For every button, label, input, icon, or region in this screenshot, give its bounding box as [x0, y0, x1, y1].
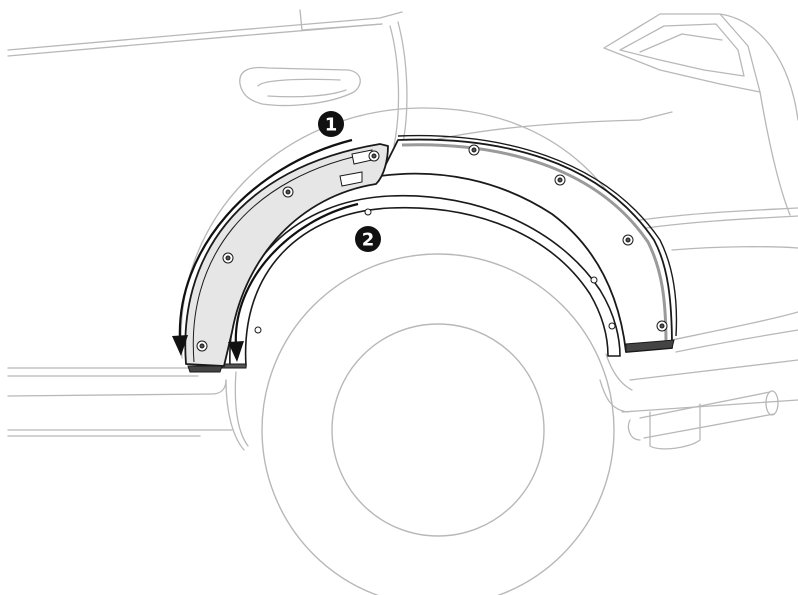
step-marker-2: 2	[355, 226, 381, 252]
step-marker-1-label: 1	[325, 115, 338, 136]
rear-fender-flare	[379, 134, 678, 353]
fastener	[590, 276, 598, 284]
step-marker-1: 1	[318, 111, 344, 137]
vehicle-body	[7, 9, 798, 451]
door-handle	[239, 66, 361, 107]
step-marker-2-label: 2	[362, 230, 375, 251]
fastener	[656, 320, 668, 332]
exhaust-pipe	[627, 390, 779, 450]
arrow-step-1	[172, 138, 353, 356]
fastener	[254, 326, 262, 334]
fastener	[608, 322, 616, 330]
fasteners	[196, 144, 668, 352]
fastener	[468, 144, 480, 156]
arrow-step-2	[228, 202, 359, 362]
fastener	[554, 174, 566, 186]
fastener	[282, 186, 294, 198]
wheel	[261, 253, 615, 595]
tail-light	[603, 13, 761, 93]
front-fender-flare-piece	[184, 143, 389, 373]
fastener	[622, 234, 634, 246]
fastener	[222, 252, 234, 264]
fastener	[368, 150, 380, 162]
fastener	[196, 340, 208, 352]
fastener	[364, 208, 372, 216]
